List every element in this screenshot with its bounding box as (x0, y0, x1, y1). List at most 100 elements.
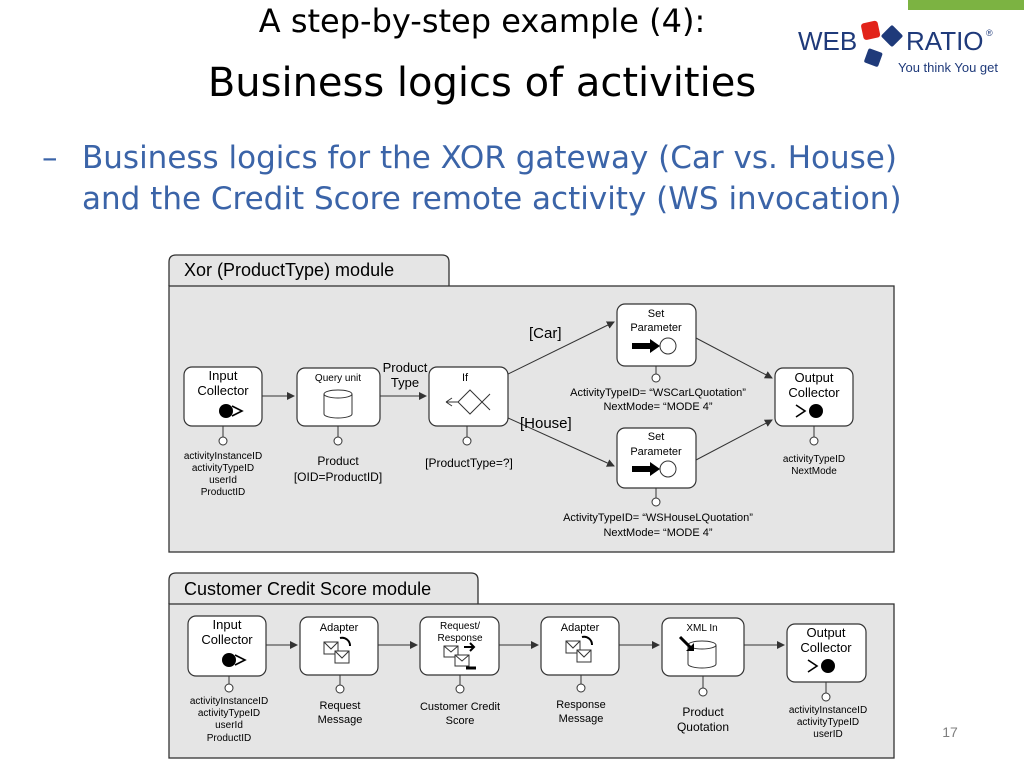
webratio-logo: WEB RATIO ® You think You get (798, 20, 998, 75)
xor-output-param-1: NextMode (791, 466, 837, 477)
edge-label-car: [Car] (529, 325, 562, 342)
slide-title-line1: A step-by-step example (4): (258, 2, 706, 40)
set-house-caption-2: NextMode= “MODE 4” (603, 527, 712, 539)
logo-registered-mark: ® (986, 28, 993, 38)
svg-text:Request/: Request/ (440, 621, 480, 632)
svg-text:Output: Output (794, 370, 833, 385)
request-response-caption-1: Customer Credit (420, 701, 500, 713)
xor-input-param-0: activityInstanceID (184, 451, 262, 462)
set-parameter-house: Set Parameter ActivityTypeID= “WSHouseLQ… (563, 427, 753, 539)
edge-house-to-output (695, 419, 773, 461)
accent-bar (908, 0, 1024, 10)
svg-text:Input: Input (209, 368, 238, 383)
logo-tagline: You think You get (898, 60, 998, 75)
bullet-line1: Business logics for the XOR gateway (Car… (82, 140, 897, 176)
credit-module-tab (168, 572, 479, 604)
database-icon (323, 389, 353, 419)
edge-if-to-car (507, 321, 615, 375)
if-unit: If [ProductType=?] (425, 366, 513, 470)
credit-module-title: Customer Credit Score module (184, 579, 431, 599)
adapter-request-caption-1: Request (320, 700, 361, 712)
xor-module-tab (168, 254, 450, 286)
cs-output-collector: Output Collector activityInstanceID acti… (786, 623, 867, 740)
svg-text:Collector: Collector (197, 383, 249, 398)
cs-input-collector: Input Collector activityInstanceID activ… (187, 615, 268, 744)
set-car-caption-1: ActivityTypeID= “WSCarLQuotation” (570, 387, 746, 399)
slide-title-line2: Business logics of activities (207, 60, 757, 106)
request-response-caption-2: Score (446, 715, 475, 727)
if-caption: [ProductType=?] (425, 456, 513, 470)
cs-output-param-2: userID (813, 729, 842, 740)
adapter-request-caption-2: Message (318, 714, 363, 726)
edge-label-house: [House] (520, 415, 572, 432)
edge-car-to-output (695, 337, 773, 379)
set-house-caption-1: ActivityTypeID= “WSHouseLQuotation” (563, 512, 753, 524)
bullet-dash: – (42, 140, 58, 176)
cs-input-param-3: ProductID (207, 733, 251, 744)
query-caption-1: Product (317, 454, 359, 468)
output-collector-icon (807, 659, 835, 673)
adapter-icon (565, 635, 593, 663)
cs-input-param-0: activityInstanceID (190, 696, 268, 707)
svg-text:Parameter: Parameter (630, 446, 682, 458)
xor-output-collector: Output Collector activityTypeID NextMode (774, 367, 854, 477)
logo-blue-square-icon (864, 48, 883, 67)
set-car-caption-2: NextMode= “MODE 4” (603, 401, 712, 413)
request-response-icon (443, 642, 476, 670)
input-collector-icon (219, 404, 233, 418)
svg-text:Input: Input (213, 617, 242, 632)
xml-in-unit: XML In Product Quotation (661, 617, 745, 734)
cs-output-param-0: activityInstanceID (789, 705, 867, 716)
adapter-response-caption-1: Response (556, 699, 606, 711)
set-parameter-icon (632, 337, 677, 355)
output-collector-icon (795, 404, 823, 418)
svg-text:If: If (462, 372, 469, 384)
xor-module: Xor (ProductType) module Product Type [C… (168, 254, 895, 553)
xml-in-database-icon (678, 635, 717, 669)
logo-blue-diamond-icon (881, 25, 903, 47)
svg-text:Parameter: Parameter (630, 322, 682, 334)
logo-red-square-icon (861, 20, 881, 40)
xor-input-collector: Input Collector activityInstanceID activ… (183, 366, 263, 498)
cs-input-param-1: activityTypeID (198, 708, 260, 719)
xor-input-param-1: activityTypeID (192, 463, 254, 474)
svg-text:Set: Set (648, 308, 665, 320)
cs-output-param-1: activityTypeID (797, 717, 859, 728)
logo-text-left: WEB (798, 26, 857, 56)
page-number: 17 (942, 724, 958, 740)
svg-text:Collector: Collector (800, 640, 852, 655)
edge-if-to-house (507, 417, 615, 467)
svg-text:Adapter: Adapter (561, 622, 600, 634)
credit-score-module: Customer Credit Score module Input Colle… (168, 572, 895, 759)
svg-text:Query unit: Query unit (315, 373, 361, 384)
adapter-response-caption-2: Message (559, 713, 604, 725)
svg-text:Adapter: Adapter (320, 622, 359, 634)
svg-text:XML In: XML In (686, 623, 717, 634)
xor-module-panel (168, 285, 895, 553)
cs-input-param-2: userId (215, 720, 243, 731)
set-parameter-icon (632, 460, 677, 478)
adapter-icon (323, 636, 351, 664)
query-unit: Query unit Product [OID=ProductID] (294, 367, 382, 484)
xor-module-title: Xor (ProductType) module (184, 260, 394, 280)
edge-label-product-type-2: Type (391, 375, 419, 390)
xml-in-caption-1: Product (682, 705, 724, 719)
input-collector-icon (222, 653, 247, 667)
request-response-unit: Request/ Response Customer Credit Score (419, 616, 500, 727)
adapter-response-unit: Adapter Response Message (540, 616, 620, 725)
svg-text:Collector: Collector (201, 632, 253, 647)
xml-in-caption-2: Quotation (677, 720, 729, 734)
xor-input-param-2: userId (209, 475, 237, 486)
svg-text:Collector: Collector (788, 385, 840, 400)
svg-text:Output: Output (806, 625, 845, 640)
xor-gateway-icon (445, 389, 491, 415)
xor-input-param-3: ProductID (201, 487, 245, 498)
svg-text:Set: Set (648, 431, 665, 443)
bullet-line2: and the Credit Score remote activity (WS… (82, 181, 902, 217)
adapter-request-unit: Adapter Request Message (299, 616, 379, 726)
edge-label-product-type-1: Product (383, 360, 428, 375)
logo-text-right: RATIO (906, 26, 984, 56)
query-caption-2: [OID=ProductID] (294, 470, 382, 484)
set-parameter-car: Set Parameter ActivityTypeID= “WSCarLQuo… (570, 303, 746, 413)
